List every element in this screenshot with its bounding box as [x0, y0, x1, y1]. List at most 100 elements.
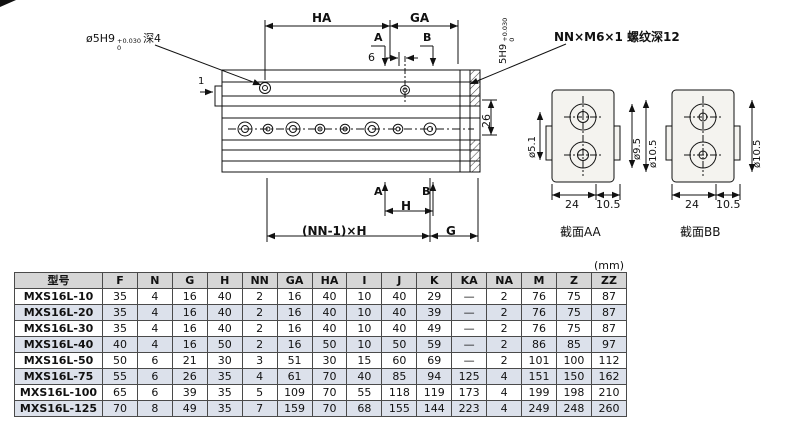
value-cell: 35: [102, 304, 138, 321]
value-cell: 15: [346, 352, 383, 369]
value-cell: 10: [346, 288, 383, 305]
top-dimensions: [154, 20, 567, 136]
section-a-top-label: A: [374, 31, 383, 44]
column-header: HA: [311, 272, 348, 289]
value-cell: 70: [311, 400, 348, 417]
value-cell: 94: [416, 368, 453, 385]
value-cell: 3: [241, 352, 278, 369]
value-cell: 101: [521, 352, 557, 369]
section-b-top-label: B: [423, 31, 432, 44]
column-header: ZZ: [590, 272, 628, 289]
column-header: N: [136, 272, 173, 289]
value-cell: 2: [486, 352, 523, 369]
thread-spec-label: NN×M6×1 螺纹深12: [554, 30, 680, 44]
value-cell: 40: [381, 288, 418, 305]
value-cell: 198: [555, 384, 592, 401]
pin-hole-side-prefix: 5H9: [498, 43, 509, 64]
value-cell: 8: [136, 400, 173, 417]
value-cell: —: [451, 320, 488, 337]
dim-ga-label: GA: [410, 11, 430, 25]
value-cell: 16: [171, 336, 208, 353]
value-cell: 75: [555, 288, 592, 305]
value-cell: 112: [590, 352, 628, 369]
section-b-bottom-label: B: [422, 185, 431, 198]
value-cell: 2: [486, 336, 523, 353]
model-cell: MXS16L-10: [14, 288, 103, 305]
section-a-bottom-label: A: [374, 185, 383, 198]
value-cell: 86: [521, 336, 557, 353]
value-cell: 51: [276, 352, 313, 369]
dim-h-label: H: [401, 199, 412, 213]
column-header: G: [171, 272, 208, 289]
column-header: NA: [486, 272, 523, 289]
model-cell: MXS16L-125: [14, 400, 103, 417]
value-cell: 55: [102, 368, 138, 385]
value-cell: 39: [416, 304, 453, 321]
value-cell: 173: [451, 384, 488, 401]
value-cell: 70: [311, 384, 348, 401]
value-cell: 118: [381, 384, 418, 401]
column-header: 型号: [14, 272, 103, 289]
value-cell: 2: [241, 320, 278, 337]
dia-10-5-label-bb: ø10.5: [752, 139, 763, 168]
value-cell: 68: [346, 400, 383, 417]
value-cell: 40: [346, 368, 383, 385]
value-cell: 16: [276, 320, 313, 337]
value-cell: 76: [521, 288, 557, 305]
value-cell: —: [451, 304, 488, 321]
value-cell: 2: [486, 304, 523, 321]
value-cell: 162: [590, 368, 628, 385]
value-cell: 4: [486, 400, 523, 417]
dim-g-label: G: [446, 224, 456, 238]
value-cell: 35: [206, 384, 243, 401]
model-cell: MXS16L-20: [14, 304, 103, 321]
dim-10-5-label-bb: 10.5: [716, 198, 741, 211]
value-cell: 199: [521, 384, 557, 401]
column-header: I: [346, 272, 383, 289]
value-cell: 10: [346, 336, 383, 353]
model-cell: MXS16L-100: [14, 384, 103, 401]
section-bb-caption: 截面BB: [680, 225, 721, 239]
value-cell: 210: [590, 384, 628, 401]
value-cell: 40: [311, 288, 348, 305]
value-cell: 100: [555, 352, 592, 369]
section-aa-view: [536, 89, 650, 200]
value-cell: 87: [590, 304, 628, 321]
column-header: GA: [276, 272, 313, 289]
value-cell: 6: [136, 384, 173, 401]
value-cell: 76: [521, 320, 557, 337]
column-header: KA: [451, 272, 488, 289]
column-header: Z: [555, 272, 592, 289]
tolerance-lower: 0: [117, 43, 122, 52]
side-view: [214, 56, 481, 173]
value-cell: 35: [206, 400, 243, 417]
value-cell: 4: [486, 368, 523, 385]
dim-1-label: 1: [198, 76, 205, 87]
value-cell: 4: [241, 368, 278, 385]
value-cell: 76: [521, 304, 557, 321]
dim-24-label-bb: 24: [685, 198, 699, 211]
model-cell: MXS16L-50: [14, 352, 103, 369]
value-cell: 50: [102, 352, 138, 369]
value-cell: 6: [136, 352, 173, 369]
pin-hole-spec-suffix: 深4: [143, 32, 162, 45]
value-cell: 155: [381, 400, 418, 417]
value-cell: 109: [276, 384, 313, 401]
value-cell: 223: [451, 400, 488, 417]
value-cell: 151: [521, 368, 557, 385]
value-cell: 85: [555, 336, 592, 353]
value-cell: 2: [241, 336, 278, 353]
value-cell: 50: [206, 336, 243, 353]
value-cell: 69: [416, 352, 453, 369]
value-cell: 40: [311, 304, 348, 321]
value-cell: 40: [381, 320, 418, 337]
column-header: H: [206, 272, 243, 289]
value-cell: 248: [555, 400, 592, 417]
value-cell: 49: [171, 400, 208, 417]
value-cell: 61: [276, 368, 313, 385]
